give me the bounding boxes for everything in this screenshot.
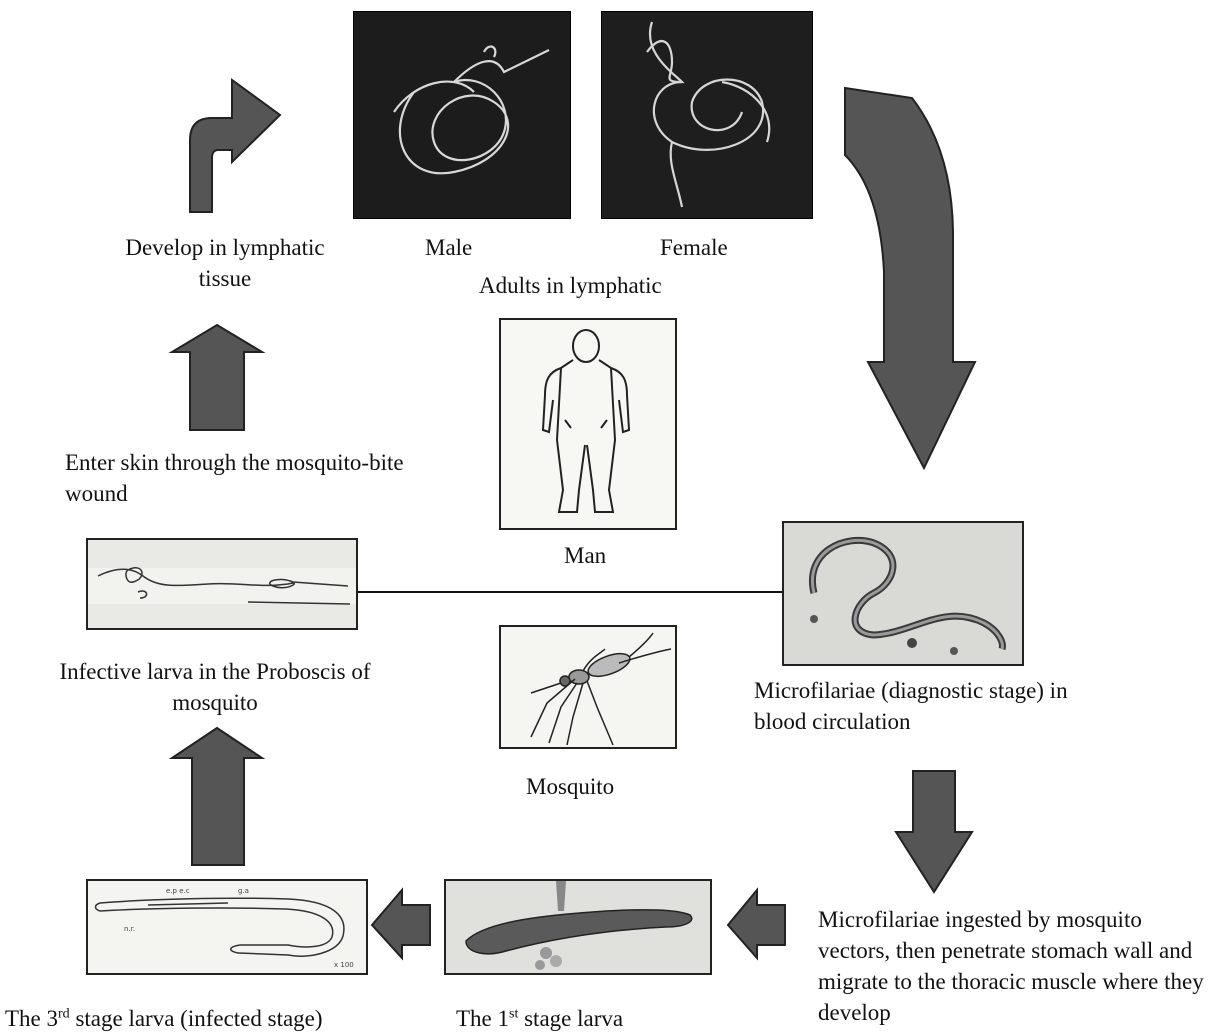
arrow-left-icon (728, 890, 785, 958)
infective-larva-label: Infective larva in the Proboscis of mosq… (40, 656, 390, 718)
svg-text:x 100: x 100 (334, 961, 354, 969)
infective-larva-image (86, 538, 358, 630)
male-worm-image (353, 11, 571, 219)
develop-label: Develop in lymphatic tissue (100, 232, 350, 294)
ingested-label: Microfilariae ingested by mosquito vecto… (818, 904, 1218, 1028)
svg-text:n.r.: n.r. (124, 925, 135, 933)
svg-text:e.p e.c: e.p e.c (166, 887, 190, 895)
male-label: Male (425, 232, 472, 263)
first-stage-larva-image (444, 879, 712, 975)
mosquito-image (499, 625, 677, 749)
third-stage-larva-image: e.p e.c g.a n.r. x 100 (86, 879, 368, 975)
female-label: Female (660, 232, 728, 263)
mosquito-label: Mosquito (526, 771, 614, 802)
arrow-up-icon (172, 325, 262, 430)
microfilariae-label: Microfilariae (diagnostic stage) in bloo… (754, 675, 1094, 737)
first-stage-label: The 1st stage larva (456, 1003, 623, 1034)
curved-arrow-down-icon (845, 88, 975, 468)
svg-text:g.a: g.a (238, 887, 249, 895)
adults-label: Adults in lymphatic (479, 270, 662, 301)
man-label: Man (564, 540, 606, 571)
arrow-down-icon (896, 771, 972, 892)
third-stage-label: The 3rd stage larva (infected stage) (5, 1003, 323, 1034)
microfilariae-image (782, 521, 1024, 666)
arrow-up-icon (172, 728, 262, 865)
arrow-left-icon (372, 890, 430, 958)
enter-skin-label: Enter skin through the mosquito-bite wou… (65, 447, 435, 509)
curved-arrow-up-right-icon (190, 80, 280, 212)
man-figure-image (499, 318, 677, 530)
female-worm-image (601, 11, 813, 219)
